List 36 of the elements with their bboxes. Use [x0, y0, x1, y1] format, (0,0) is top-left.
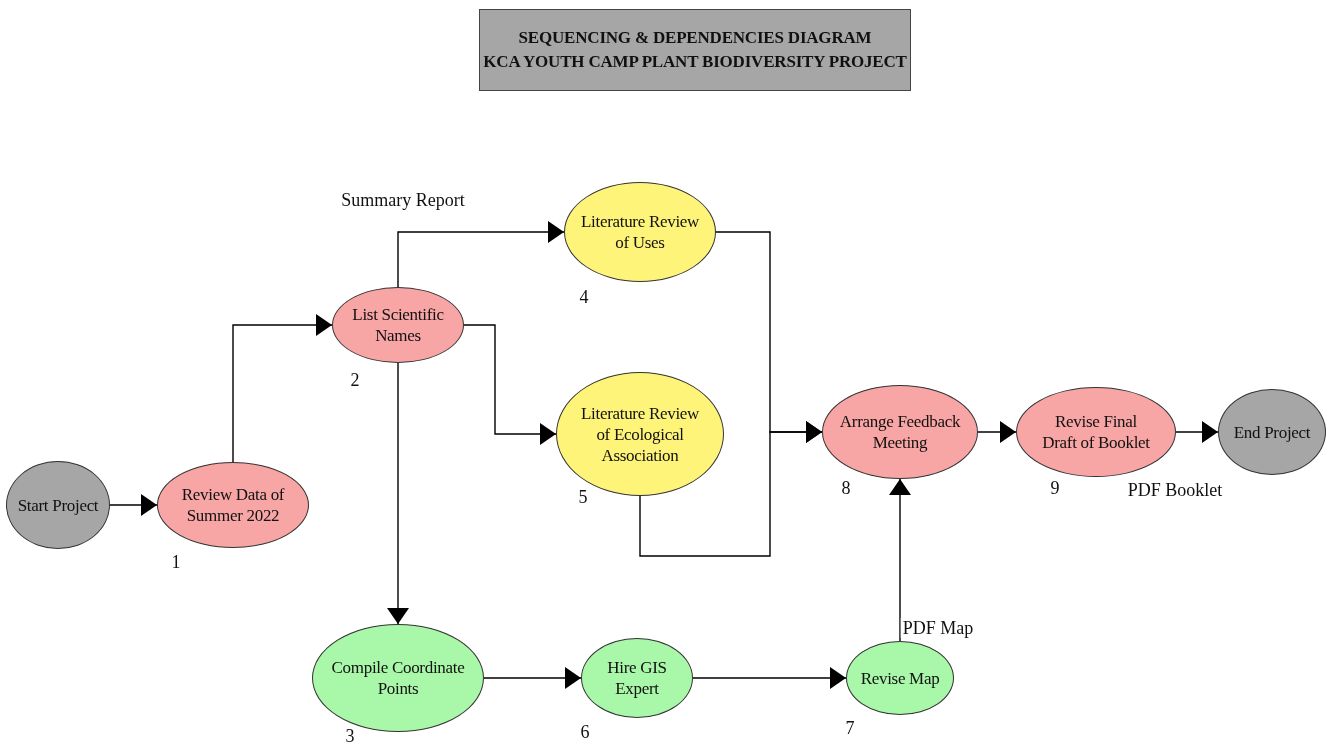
- arrow: [889, 478, 911, 642]
- step-number: 2: [350, 370, 360, 390]
- arrow: [387, 362, 409, 625]
- task-label: Start Project: [16, 494, 100, 516]
- task-label: End Project: [1232, 421, 1312, 443]
- task-label: Literature Review of Ecological Association: [579, 402, 701, 466]
- edge-label: Summary Report: [339, 190, 467, 210]
- task-label: Hire GIS Expert: [606, 657, 668, 699]
- arrow: [109, 494, 158, 516]
- task-label: Revise Map: [859, 667, 941, 689]
- task-label: Arrange Feedback Meeting: [838, 411, 962, 453]
- task-label: List Scientific Names: [351, 304, 445, 346]
- arrow: [483, 667, 582, 689]
- step-number: 9: [1050, 478, 1060, 498]
- step-number: 3: [345, 726, 355, 746]
- arrow: [639, 421, 823, 557]
- title-text: KCA YOUTH CAMP PLANT BIODIVERSITY PROJECT: [483, 51, 907, 73]
- step-number: 4: [579, 287, 589, 307]
- task-label: Compile Coordinate Points: [330, 657, 466, 699]
- step-number: 1: [171, 552, 181, 572]
- arrow: [692, 667, 847, 689]
- arrow: [463, 324, 557, 445]
- step-number: 5: [578, 487, 588, 507]
- title-text: SEQUENCING & DEPENDENCIES DIAGRAM: [518, 27, 872, 49]
- task-label: Review Data of Summer 2022: [180, 484, 286, 526]
- arrow: [397, 221, 565, 288]
- edge-label: PDF Map: [900, 618, 976, 638]
- arrow: [1175, 421, 1219, 443]
- step-number: 8: [841, 478, 851, 498]
- task-label: Revise Final Draft of Booklet: [1041, 411, 1151, 453]
- arrow: [232, 314, 333, 463]
- step-number: 6: [580, 722, 590, 742]
- task-label: Literature Review of Uses: [579, 211, 701, 253]
- title-box: [479, 9, 911, 91]
- step-number: 7: [845, 718, 855, 738]
- arrow: [977, 421, 1017, 443]
